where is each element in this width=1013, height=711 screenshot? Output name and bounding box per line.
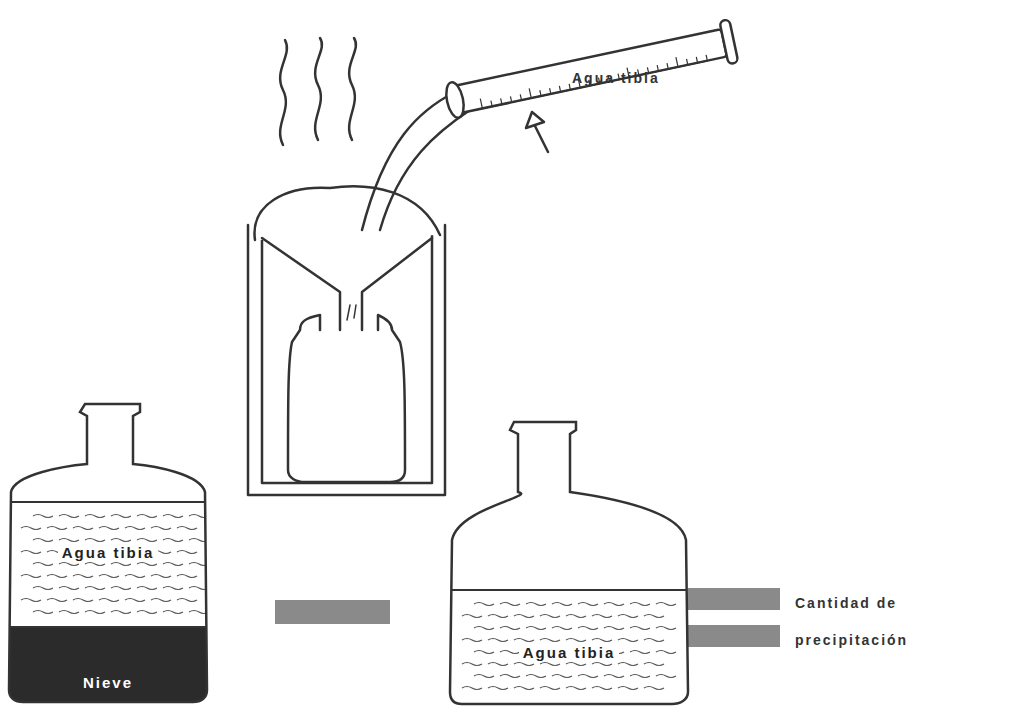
- result-label: Cantidad de precipitación: [795, 585, 955, 659]
- bottle-label: Nieve: [79, 673, 137, 692]
- callout-label: Agua tibia: [572, 70, 660, 86]
- bottle-label: Agua tibia: [519, 643, 620, 662]
- equals-bar: [688, 625, 780, 647]
- bottle-outline: [448, 420, 690, 706]
- bottle-label: Agua tibia: [58, 543, 159, 562]
- minus-sign: [275, 600, 390, 624]
- bottle: Agua tibiaNieve: [5, 402, 211, 706]
- bottle: Agua tibia: [448, 420, 690, 706]
- equals-bar: [688, 588, 780, 610]
